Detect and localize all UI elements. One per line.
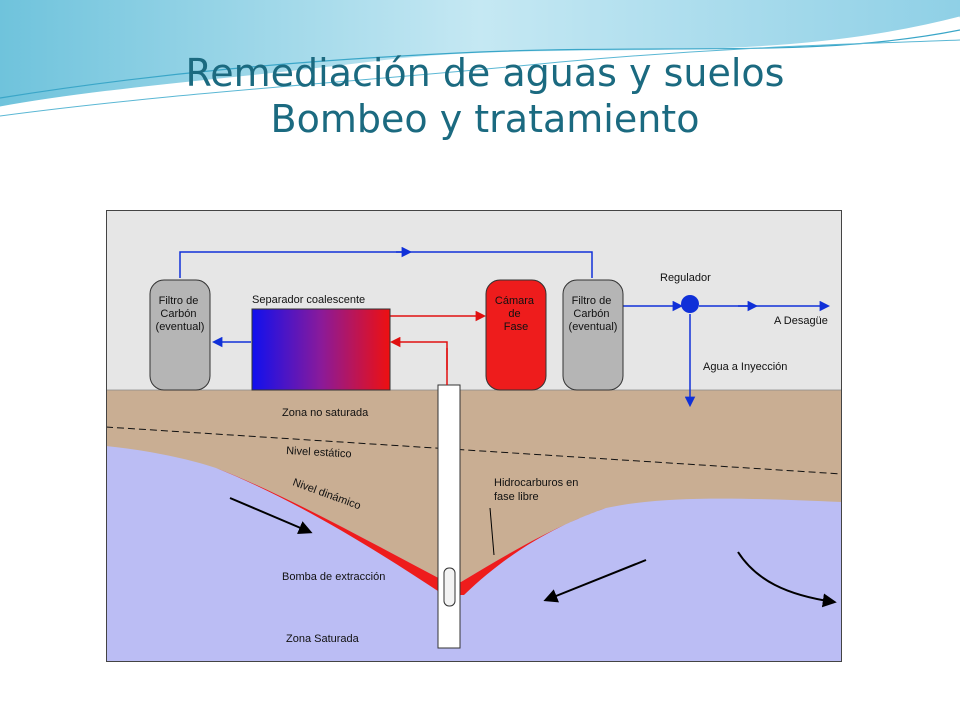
header-wave-decoration <box>0 0 960 117</box>
phase-chamber <box>485 279 547 391</box>
regulator-valve <box>681 295 699 313</box>
pump-label: Bomba de extracción <box>282 571 385 583</box>
separator-label: Separador coalescente <box>252 294 365 306</box>
static-level-line <box>106 426 842 475</box>
extraction-well <box>437 384 461 649</box>
free-phase-pointer <box>489 507 495 556</box>
coalescent-separator <box>251 308 391 391</box>
flow-arrow-right <box>737 551 837 608</box>
flow-arrow-center <box>543 559 647 603</box>
phase-chamber-label: Cámara de Fase <box>495 295 537 333</box>
surface-area <box>106 210 842 390</box>
slide-title-line-1: Remediación de aguas y suelos <box>185 51 785 95</box>
pump-and-treat-diagram: Filtro de Carbón (eventual) Separador co… <box>106 210 842 662</box>
unsaturated-zone-label: Zona no saturada <box>282 407 369 419</box>
slide-title: Remediación de aguas y suelos Bombeo y t… <box>0 50 960 142</box>
diagram-frame <box>106 210 842 662</box>
slide-title-line-2: Bombeo y tratamiento <box>270 97 700 141</box>
carbon-filter-right <box>562 279 624 391</box>
free-phase-label: Hidrocarburos en fase libre <box>494 477 581 503</box>
regulator-label: Regulador <box>660 272 711 284</box>
saturated-zone-water <box>106 446 842 662</box>
static-level-label: Nivel estático <box>286 445 352 460</box>
flow-arrow-left <box>229 497 313 535</box>
well-to-separator-pipe <box>389 336 448 385</box>
filter-left-label: Filtro de Carbón (eventual) <box>156 295 205 333</box>
injection-water-label: Agua a Inyección <box>703 361 787 373</box>
to-drain-label: A Desagüe <box>774 315 828 327</box>
hydrocarbon-lens <box>216 468 606 595</box>
saturated-zone-label: Zona Saturada <box>286 633 360 645</box>
carbon-filter-left <box>149 279 211 391</box>
extraction-pump <box>443 567 456 607</box>
top-bypass-pipe <box>179 251 593 278</box>
filter-right-label: Filtro de Carbón (eventual) <box>569 295 618 333</box>
